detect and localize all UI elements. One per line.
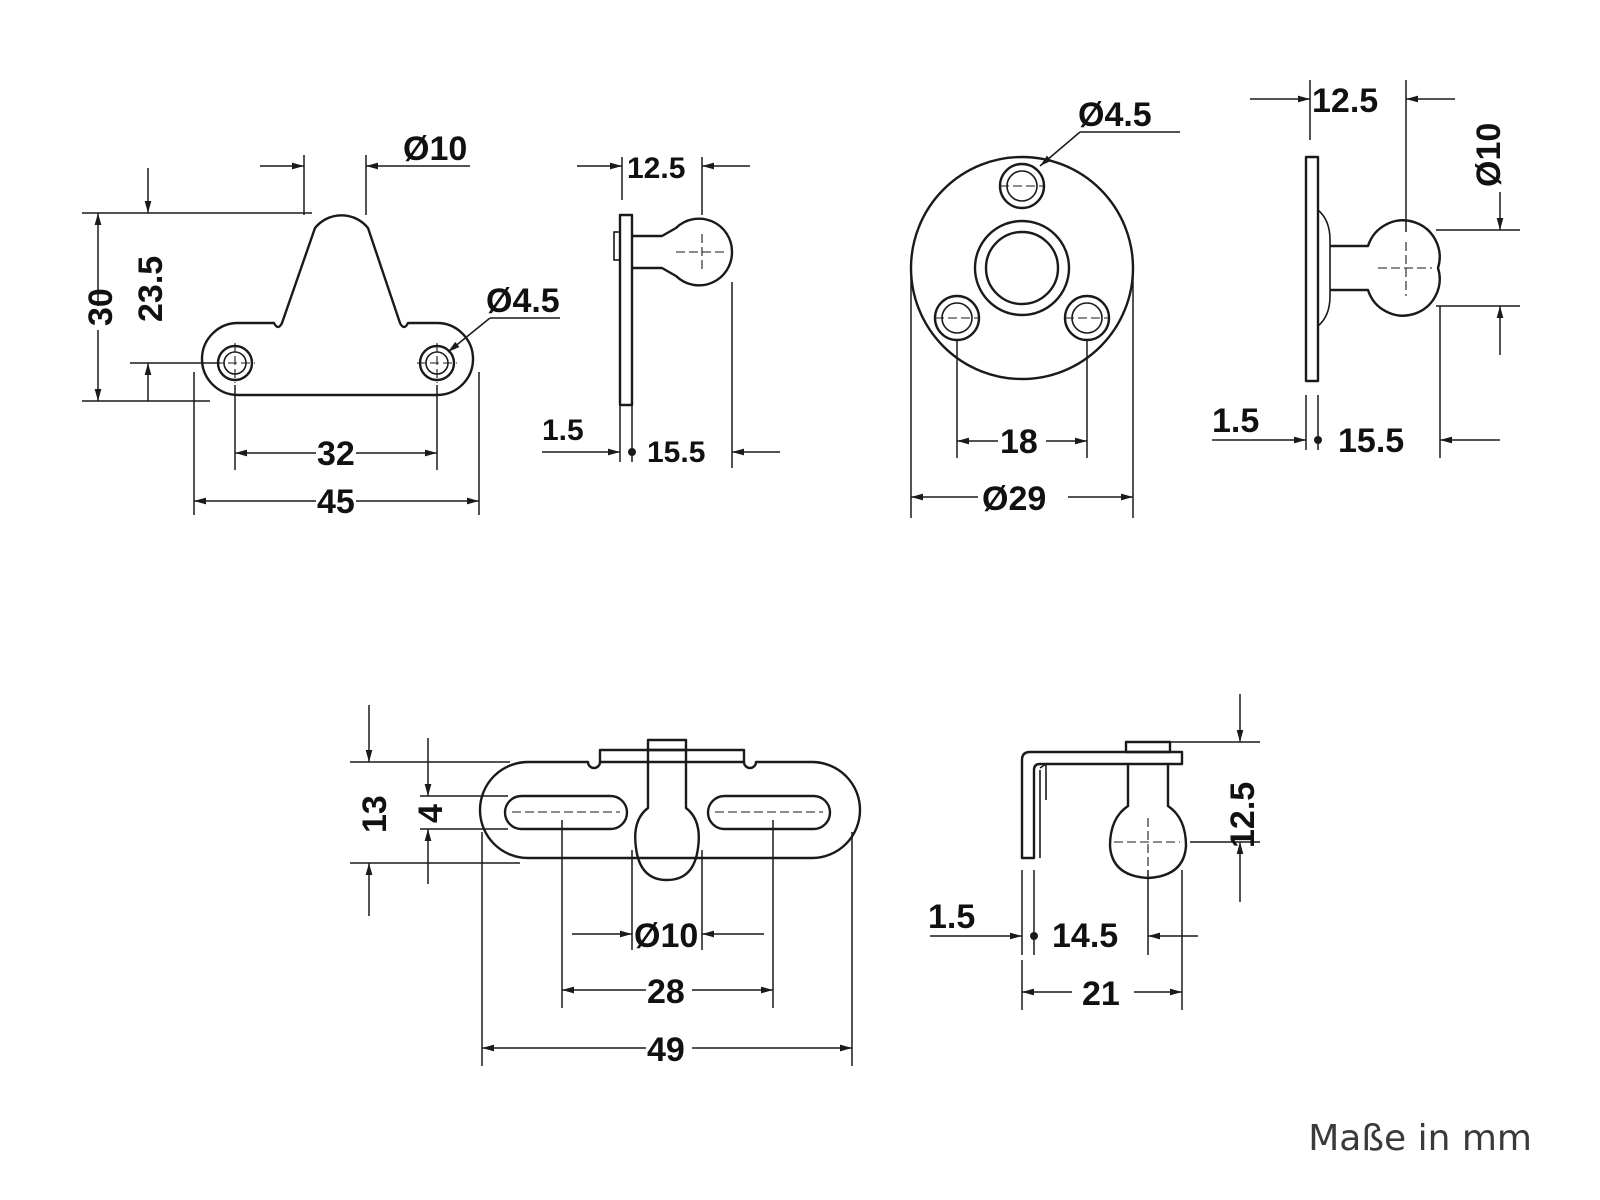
dim-plate-thickness: 1.5 bbox=[1212, 402, 1259, 440]
dim-ball-offset: 12.5 bbox=[1312, 82, 1378, 120]
dim-ball-diameter: Ø10 bbox=[1470, 123, 1508, 187]
view-round-plate-side: 12.5 Ø10 1.5 15.5 bbox=[1212, 80, 1520, 460]
slot-right bbox=[706, 794, 832, 831]
dim-plate-width: 49 bbox=[647, 1031, 685, 1069]
plate-outline bbox=[200, 214, 475, 397]
view-slotted-plate-top: 13 4 Ø10 28 49 bbox=[350, 705, 862, 1069]
slot-left bbox=[503, 794, 629, 831]
mounting-hole-top bbox=[998, 162, 1046, 210]
plate-edge bbox=[618, 213, 634, 407]
dim-total-height: 30 bbox=[82, 288, 120, 326]
dim-ball-height: 23.5 bbox=[132, 256, 170, 322]
dim-depth: 15.5 bbox=[647, 436, 705, 469]
dim-plate-width: 45 bbox=[317, 483, 355, 521]
mounting-hole-right bbox=[417, 343, 457, 383]
dim-plate-height: 13 bbox=[356, 795, 394, 833]
dim-plate-thickness: 1.5 bbox=[928, 898, 975, 936]
mounting-hole-left bbox=[215, 343, 255, 383]
dim-slot-width: 4 bbox=[412, 804, 450, 823]
plate-edge bbox=[1304, 155, 1320, 383]
ball-stud bbox=[1330, 219, 1441, 317]
view-plate-side: 12.5 1.5 15.5 bbox=[542, 152, 780, 469]
dim-hole-diameter: Ø4.5 bbox=[486, 282, 560, 320]
dim-plate-thickness: 1.5 bbox=[542, 414, 584, 447]
dim-bracket-depth: 21 bbox=[1082, 975, 1120, 1013]
round-plate-outline bbox=[909, 155, 1135, 381]
dim-hole-spacing: 32 bbox=[317, 435, 355, 473]
mounting-hole-left bbox=[933, 294, 981, 342]
mounting-hole-right bbox=[1063, 294, 1111, 342]
view-plate-front: Ø10 30 23.5 Ø4.5 32 45 bbox=[82, 130, 560, 521]
dim-ball-diameter: Ø10 bbox=[403, 130, 467, 168]
view-round-plate-front: Ø4.5 18 Ø29 bbox=[909, 96, 1180, 518]
angle-bracket bbox=[1020, 750, 1184, 860]
dim-slot-spacing: 28 bbox=[647, 973, 685, 1011]
dim-ball-diameter: Ø10 bbox=[634, 917, 698, 955]
dim-plate-diameter: Ø29 bbox=[982, 480, 1046, 518]
view-bracket-side: 12.5 1.5 14.5 21 bbox=[928, 694, 1262, 1013]
dim-ball-offset: 12.5 bbox=[627, 152, 685, 185]
slotted-plate-outline bbox=[478, 760, 862, 860]
dim-ball-height: 12.5 bbox=[1224, 782, 1262, 848]
dim-hole-diameter: Ø4.5 bbox=[1078, 96, 1152, 134]
dim-hole-spacing: 18 bbox=[1000, 423, 1038, 461]
dim-ball-offset: 14.5 bbox=[1052, 917, 1118, 955]
ball-stud bbox=[632, 217, 734, 287]
units-note: Maße in mm bbox=[1308, 1118, 1532, 1159]
dim-depth: 15.5 bbox=[1338, 422, 1404, 460]
ball-stud bbox=[634, 750, 700, 882]
